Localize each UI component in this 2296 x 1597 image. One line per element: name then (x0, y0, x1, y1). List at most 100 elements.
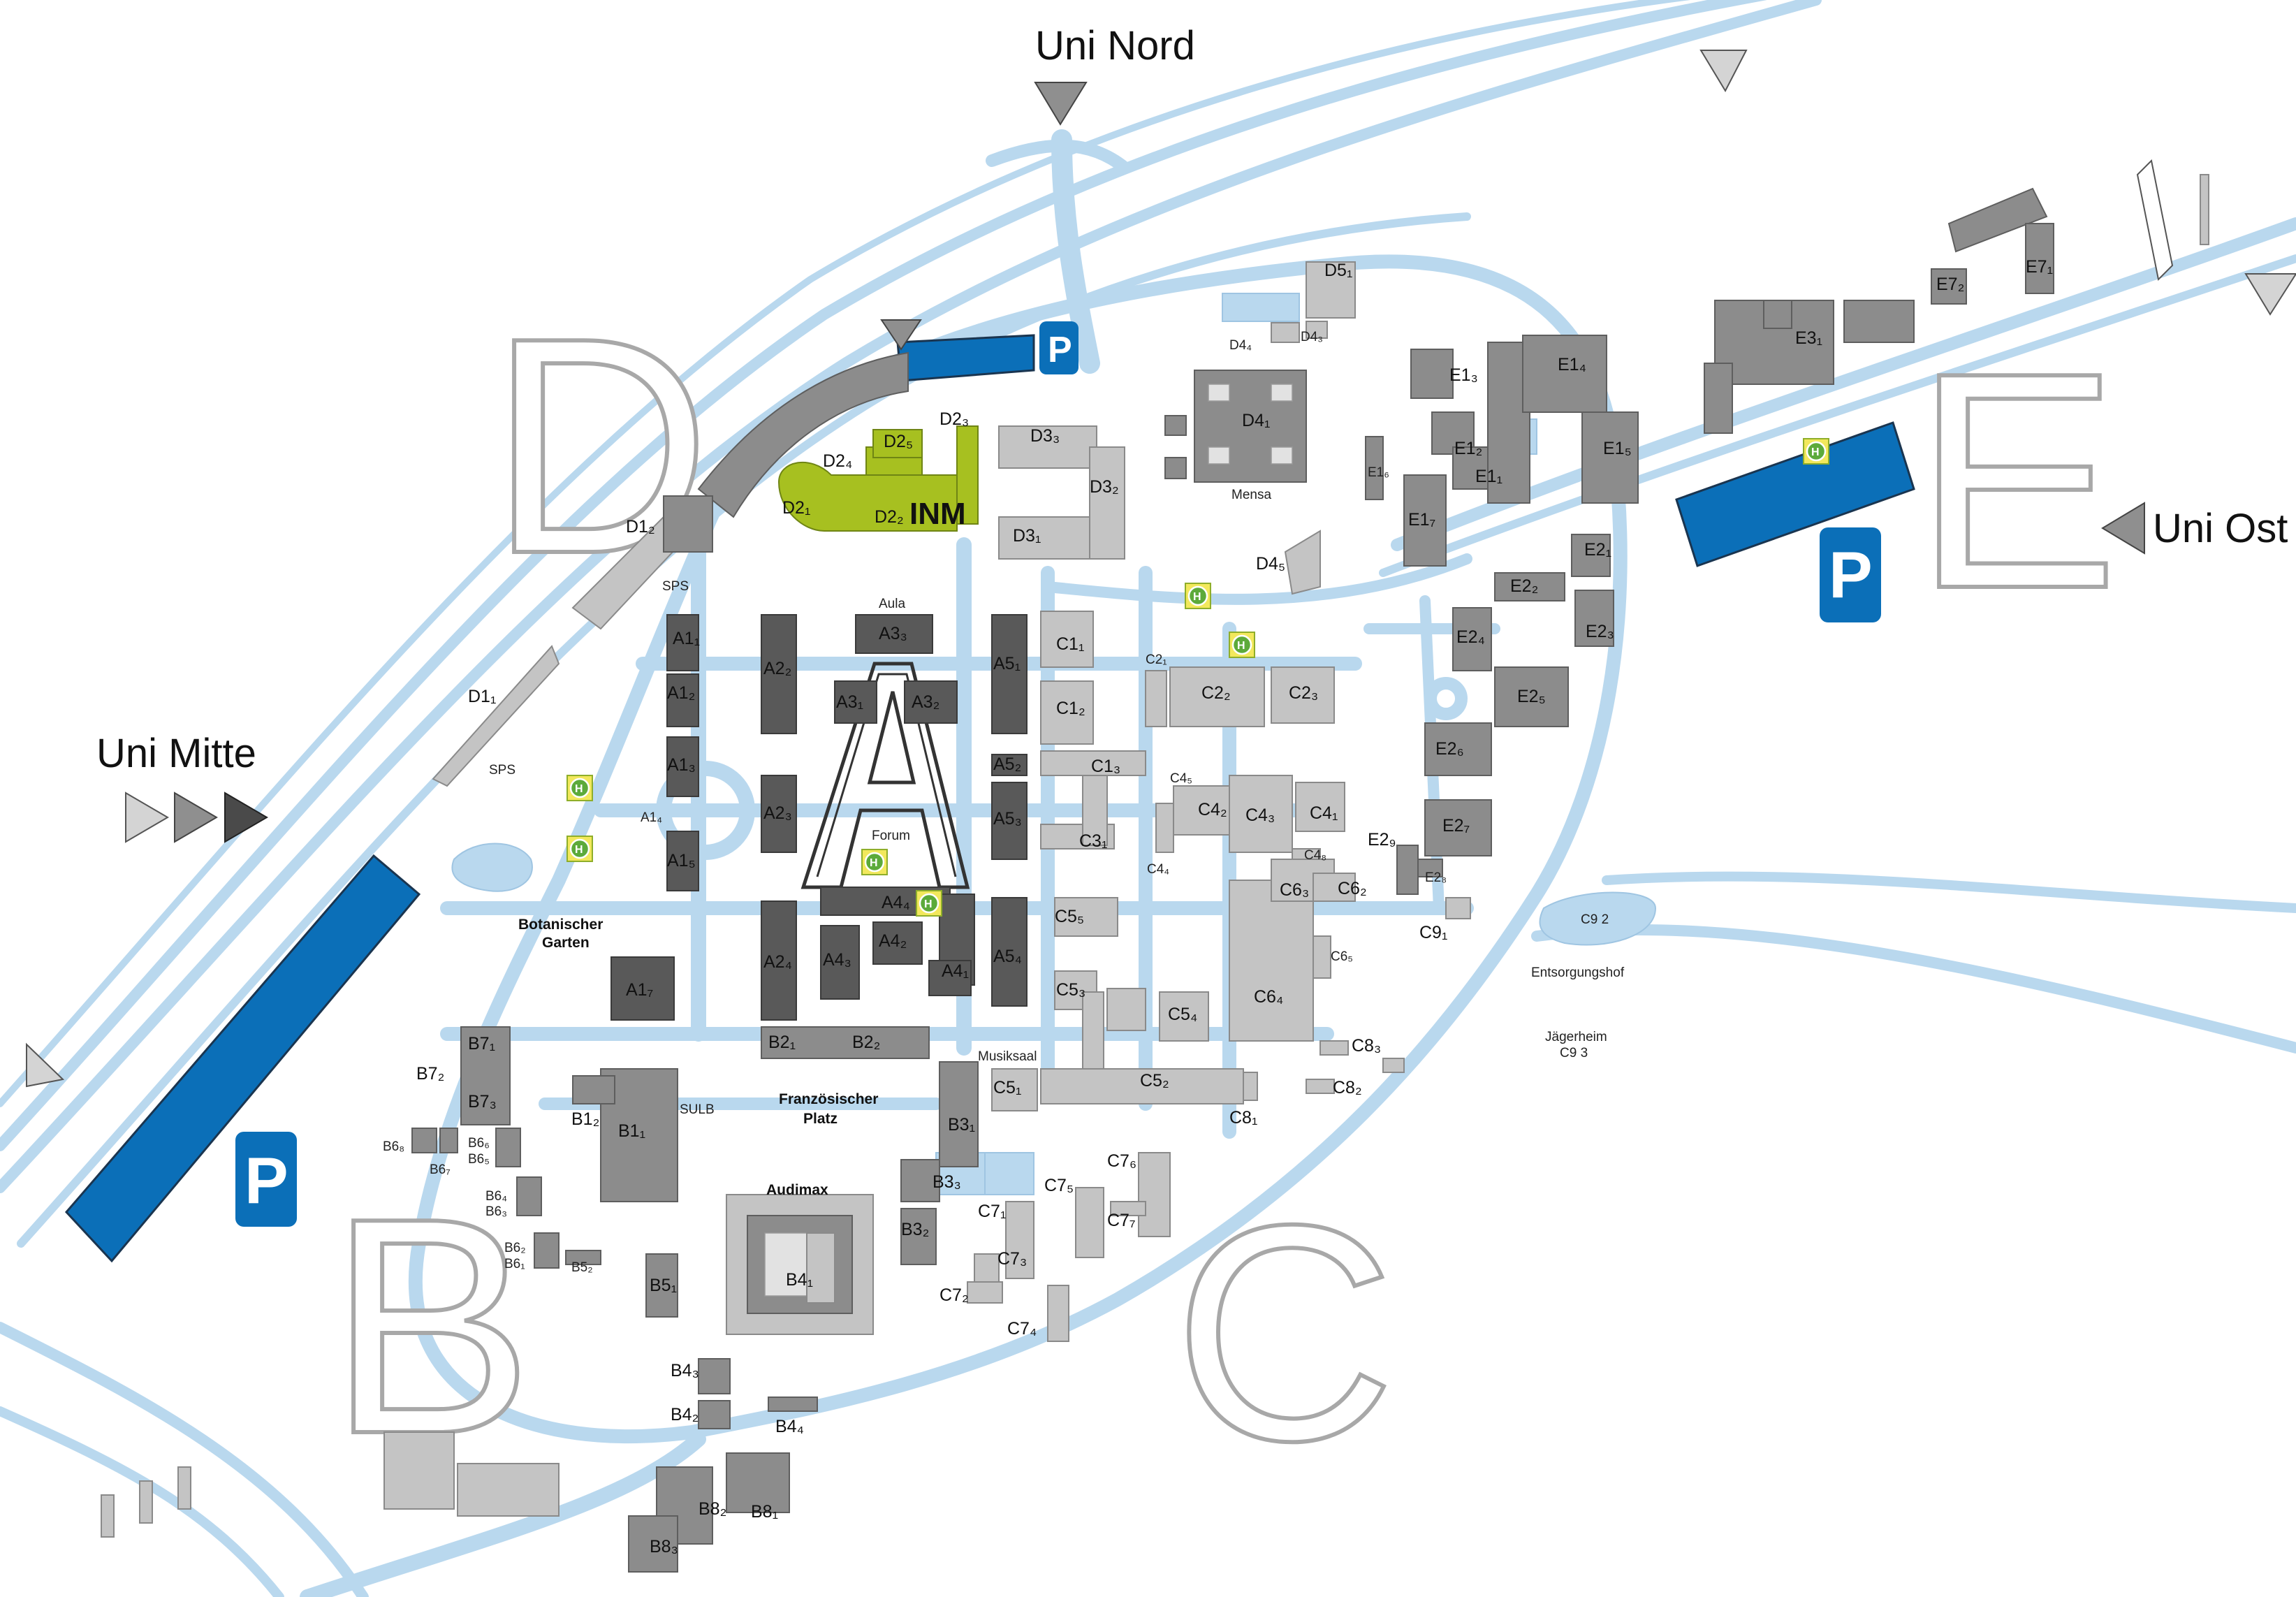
building-label: A3₃ (879, 624, 907, 643)
building-label: C8₃ (1352, 1036, 1381, 1056)
arrow-left-icon (2101, 502, 2145, 555)
label-franz: Französischer (779, 1091, 878, 1107)
building-label: E1₁ (1475, 467, 1502, 486)
building-label: A5₃ (993, 809, 1022, 829)
building-label: A5₂ (993, 754, 1021, 774)
building-label: B6₁ (504, 1257, 525, 1271)
building-label: D4₁ (1242, 411, 1270, 430)
building-label: C5₅ (1055, 907, 1084, 926)
building-label: D1₂ (626, 517, 655, 537)
building-label: A1₇ (626, 980, 653, 1000)
building-label: E1₆ (1368, 465, 1389, 480)
building-label: E2₈ (1425, 870, 1447, 885)
building-label: A5₁ (993, 654, 1021, 673)
building-label: B8₂ (699, 1499, 726, 1519)
building-label: D2₁ (782, 498, 810, 518)
arrow-diagonal-icon (1699, 50, 1748, 93)
building-label: B3₁ (948, 1115, 975, 1135)
label-inm: INM (909, 497, 966, 531)
building-label: B2₁ (768, 1033, 796, 1052)
building-label: B4₄ (775, 1417, 804, 1436)
building-label: B5₂ (571, 1260, 593, 1275)
zone-a-buildings (610, 614, 1028, 1021)
bus-stop-icon: H (566, 836, 593, 862)
building-label: B6₇ (430, 1162, 451, 1177)
building-label: B7₂ (416, 1064, 444, 1084)
building-label: A3₁ (836, 692, 863, 712)
label-sulb: SULB (680, 1102, 715, 1117)
building-label: C3₁ (1079, 831, 1107, 851)
label-c93: C9 3 (1560, 1046, 1588, 1060)
parking-garage-d (697, 351, 909, 518)
building-label: E7₂ (1936, 275, 1964, 294)
building-label: A4₂ (879, 931, 907, 951)
building-label: A1₃ (667, 755, 696, 775)
building-label: E2₆ (1435, 739, 1464, 759)
building-label: B4₃ (671, 1361, 699, 1380)
building-label: B2₂ (852, 1033, 880, 1052)
building-label: B6₆ (468, 1136, 490, 1151)
water-areas (451, 293, 1657, 1195)
bus-stop-icon: H (861, 849, 888, 875)
label-audimax: Audimax (766, 1182, 828, 1198)
bus-stop-icon: H (1185, 583, 1211, 609)
building-label: A2₂ (763, 659, 791, 678)
building-label: A2₃ (763, 803, 792, 823)
label-platz: Platz (803, 1111, 838, 1127)
building-label: E1₄ (1558, 355, 1586, 374)
parking-sign-middle: P (244, 1144, 288, 1217)
building-label: B6₅ (468, 1152, 490, 1167)
parking-uni-mitte (64, 854, 421, 1263)
building-label: E2₄ (1456, 627, 1485, 647)
building-label: E2₉ (1368, 830, 1396, 849)
label-botanischer: Botanischer (518, 917, 603, 933)
entrance-north-label: Uni Nord (1035, 23, 1195, 68)
building-label: E2₅ (1517, 687, 1546, 706)
building-label: E1₂ (1454, 439, 1482, 458)
building-label: E7₁ (2026, 257, 2053, 277)
building-label: C6₃ (1280, 880, 1309, 900)
building-label: B7₃ (468, 1092, 497, 1111)
building-label: H (924, 898, 933, 910)
building-label: A1₅ (667, 851, 696, 870)
label-garten: Garten (542, 935, 590, 951)
label-sps-south: SPS (489, 763, 515, 778)
building-label: A1₂ (667, 683, 695, 703)
building-label: A2₄ (763, 952, 792, 972)
building-label: D3₃ (1030, 426, 1060, 446)
label-c92: C9 2 (1581, 912, 1609, 927)
building-label: C4₈ (1304, 848, 1326, 863)
building-label: C2₂ (1201, 683, 1231, 703)
building-label: A4₃ (823, 950, 851, 970)
parking-sign-north: P (1048, 330, 1072, 370)
building-label: E1₅ (1603, 439, 1632, 458)
building-label: H (870, 857, 878, 869)
building-label: C4₂ (1198, 800, 1227, 819)
building-label: B6₂ (504, 1241, 526, 1255)
bus-stop-icon: H (1803, 438, 1829, 465)
label-entsorgungshof: Entsorgungshof (1531, 965, 1625, 980)
building-label: E1₃ (1449, 365, 1478, 385)
building-label: C1₁ (1056, 634, 1084, 654)
zone-c-buildings (967, 611, 1471, 1342)
arrow-right-medium-icon (174, 792, 218, 843)
entrance-east-label: Uni Ost (2153, 506, 2288, 551)
building-label: A4₄ (882, 893, 910, 912)
building-label: D4₅ (1256, 554, 1285, 574)
building-label: B4₂ (671, 1405, 699, 1424)
building-label: C5₄ (1168, 1005, 1197, 1024)
building-label: E2₁ (1584, 540, 1611, 560)
building-label: B8₃ (650, 1537, 678, 1556)
building-label: E3₁ (1795, 328, 1822, 348)
building-label: A4₁ (942, 961, 969, 981)
arrow-diagonal-west-icon (26, 1042, 65, 1088)
zone-e: E (1914, 309, 2119, 652)
building-label: C6₄ (1254, 987, 1283, 1007)
building-label: B3₂ (901, 1220, 929, 1239)
building-label: C9₁ (1419, 923, 1447, 942)
arrow-diagonal-east-icon (2244, 273, 2296, 316)
building-label: C7₅ (1044, 1176, 1074, 1195)
bus-stop-icon: H (566, 775, 593, 801)
building-label: C4₅ (1170, 771, 1192, 786)
building-label: E1₇ (1408, 510, 1435, 530)
